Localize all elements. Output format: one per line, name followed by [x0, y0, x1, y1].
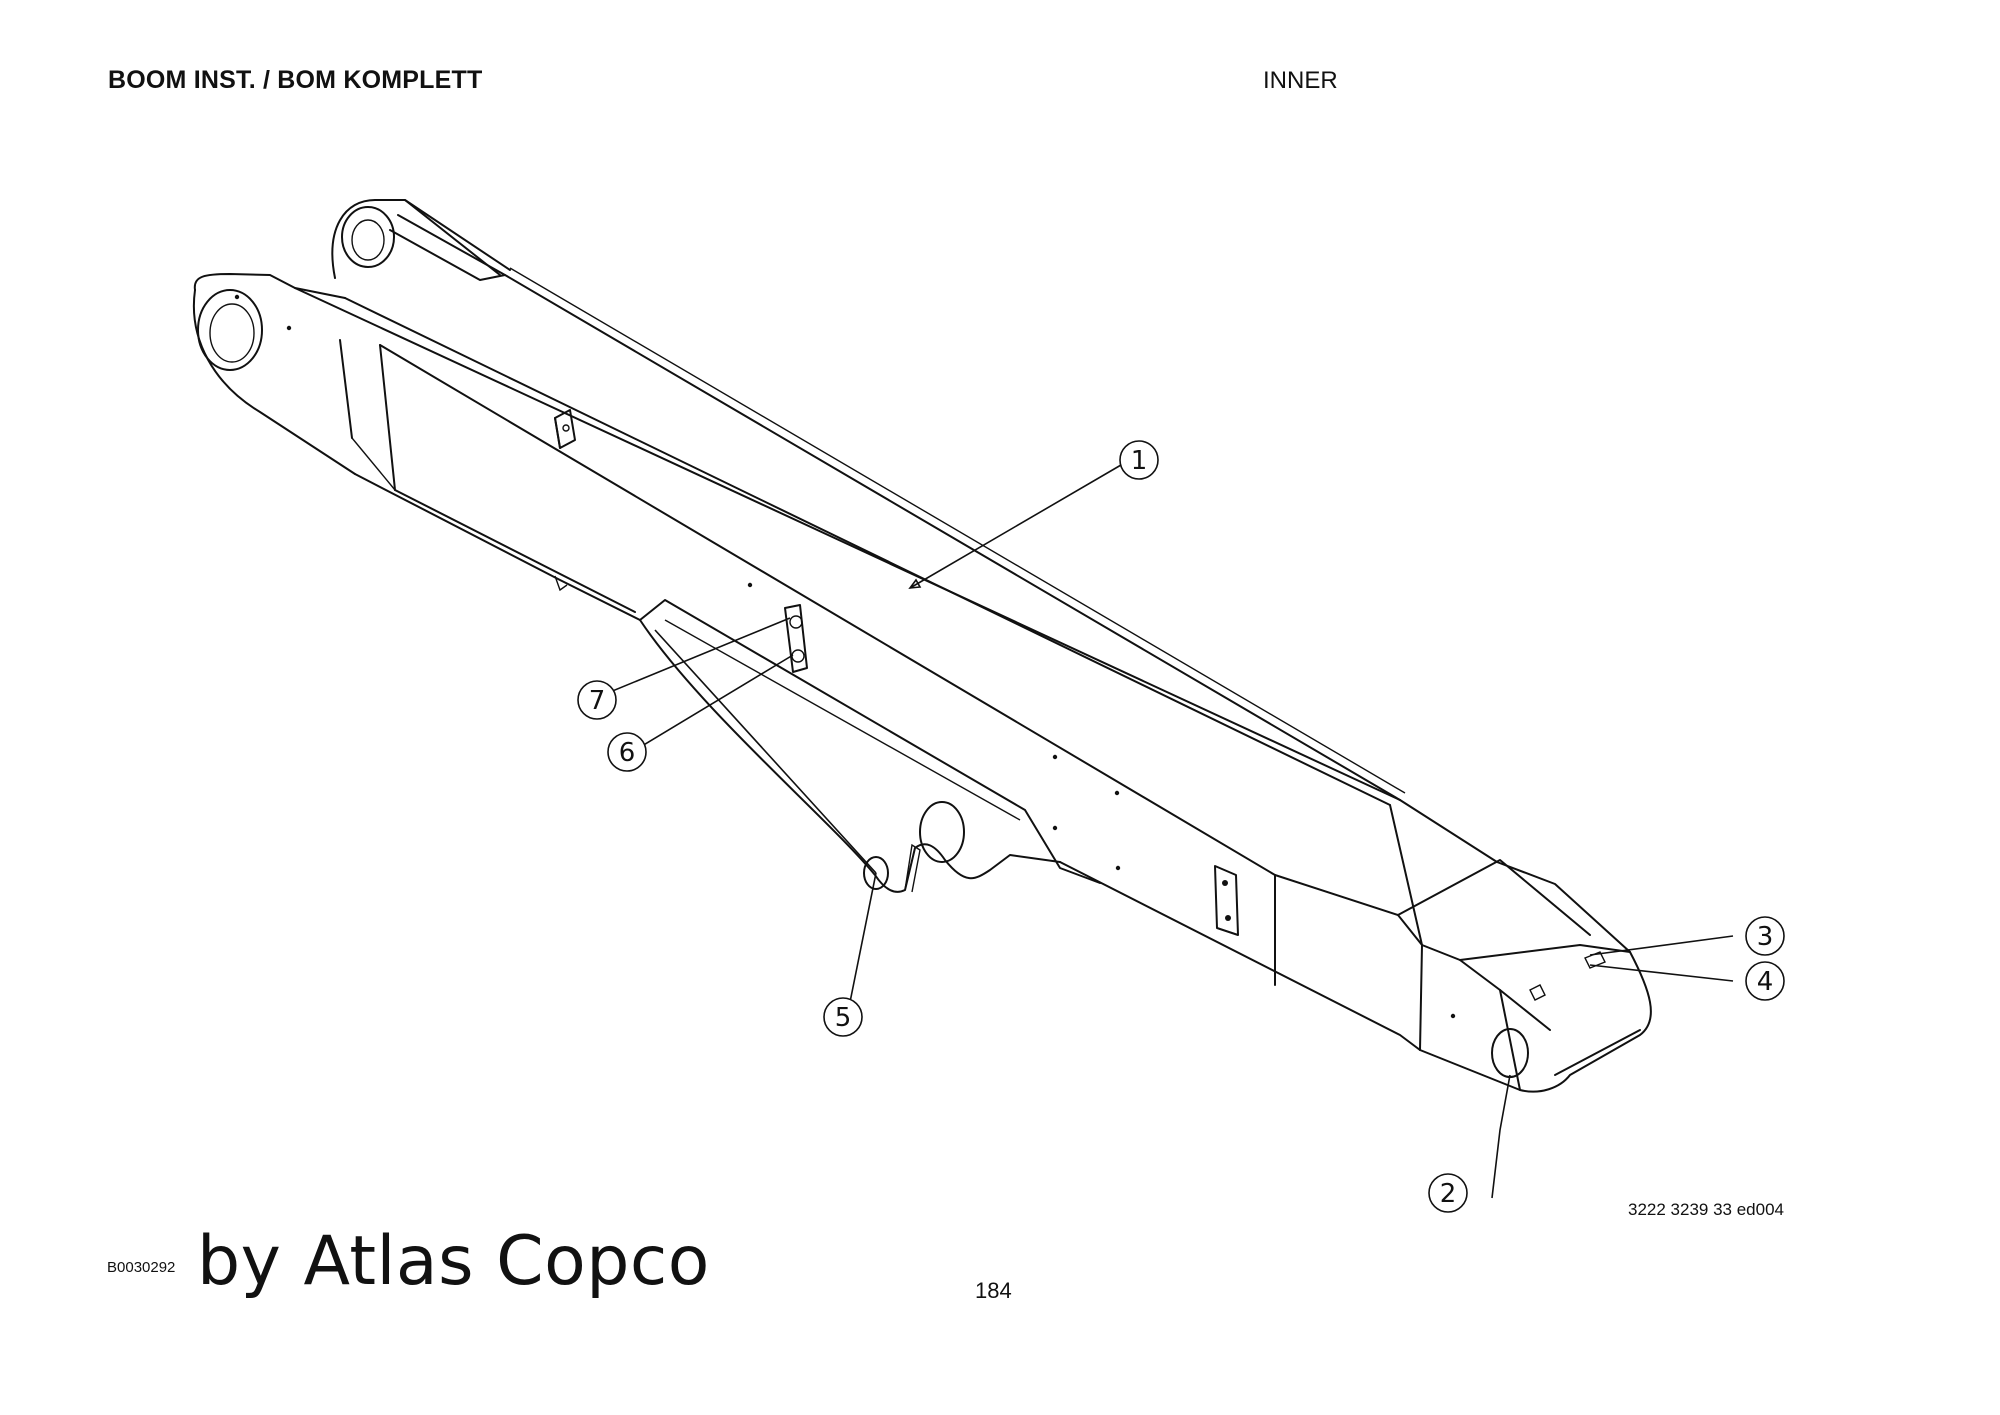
callout-label: 4: [1757, 967, 1774, 997]
callout-label: 6: [619, 738, 636, 768]
callout-label: 3: [1757, 922, 1774, 952]
callout-6: 6: [607, 732, 647, 772]
callout-label: 5: [835, 1003, 852, 1033]
callout-1: 1: [1119, 440, 1159, 480]
document-code: B0030292: [107, 1259, 176, 1276]
section-label: INNER: [1263, 67, 1338, 94]
callout-7: 7: [577, 680, 617, 720]
callout-2: 2: [1428, 1173, 1468, 1213]
callout-label: 2: [1440, 1179, 1457, 1209]
page-number: 184: [975, 1278, 1012, 1303]
callout-4: 4: [1745, 961, 1785, 1001]
callout-label: 7: [589, 686, 606, 716]
callout-leaders: [592, 464, 1734, 1199]
page-title: BOOM INST. / BOM KOMPLETT: [108, 66, 483, 94]
drawing-number: 3222 3239 33 ed004: [1628, 1200, 1784, 1219]
callout-5: 5: [823, 997, 863, 1037]
boom-outline: [192, 199, 1652, 1093]
callout-label: 1: [1131, 446, 1148, 476]
brand-text: by Atlas Copco: [197, 1222, 710, 1301]
callout-3: 3: [1745, 916, 1785, 956]
